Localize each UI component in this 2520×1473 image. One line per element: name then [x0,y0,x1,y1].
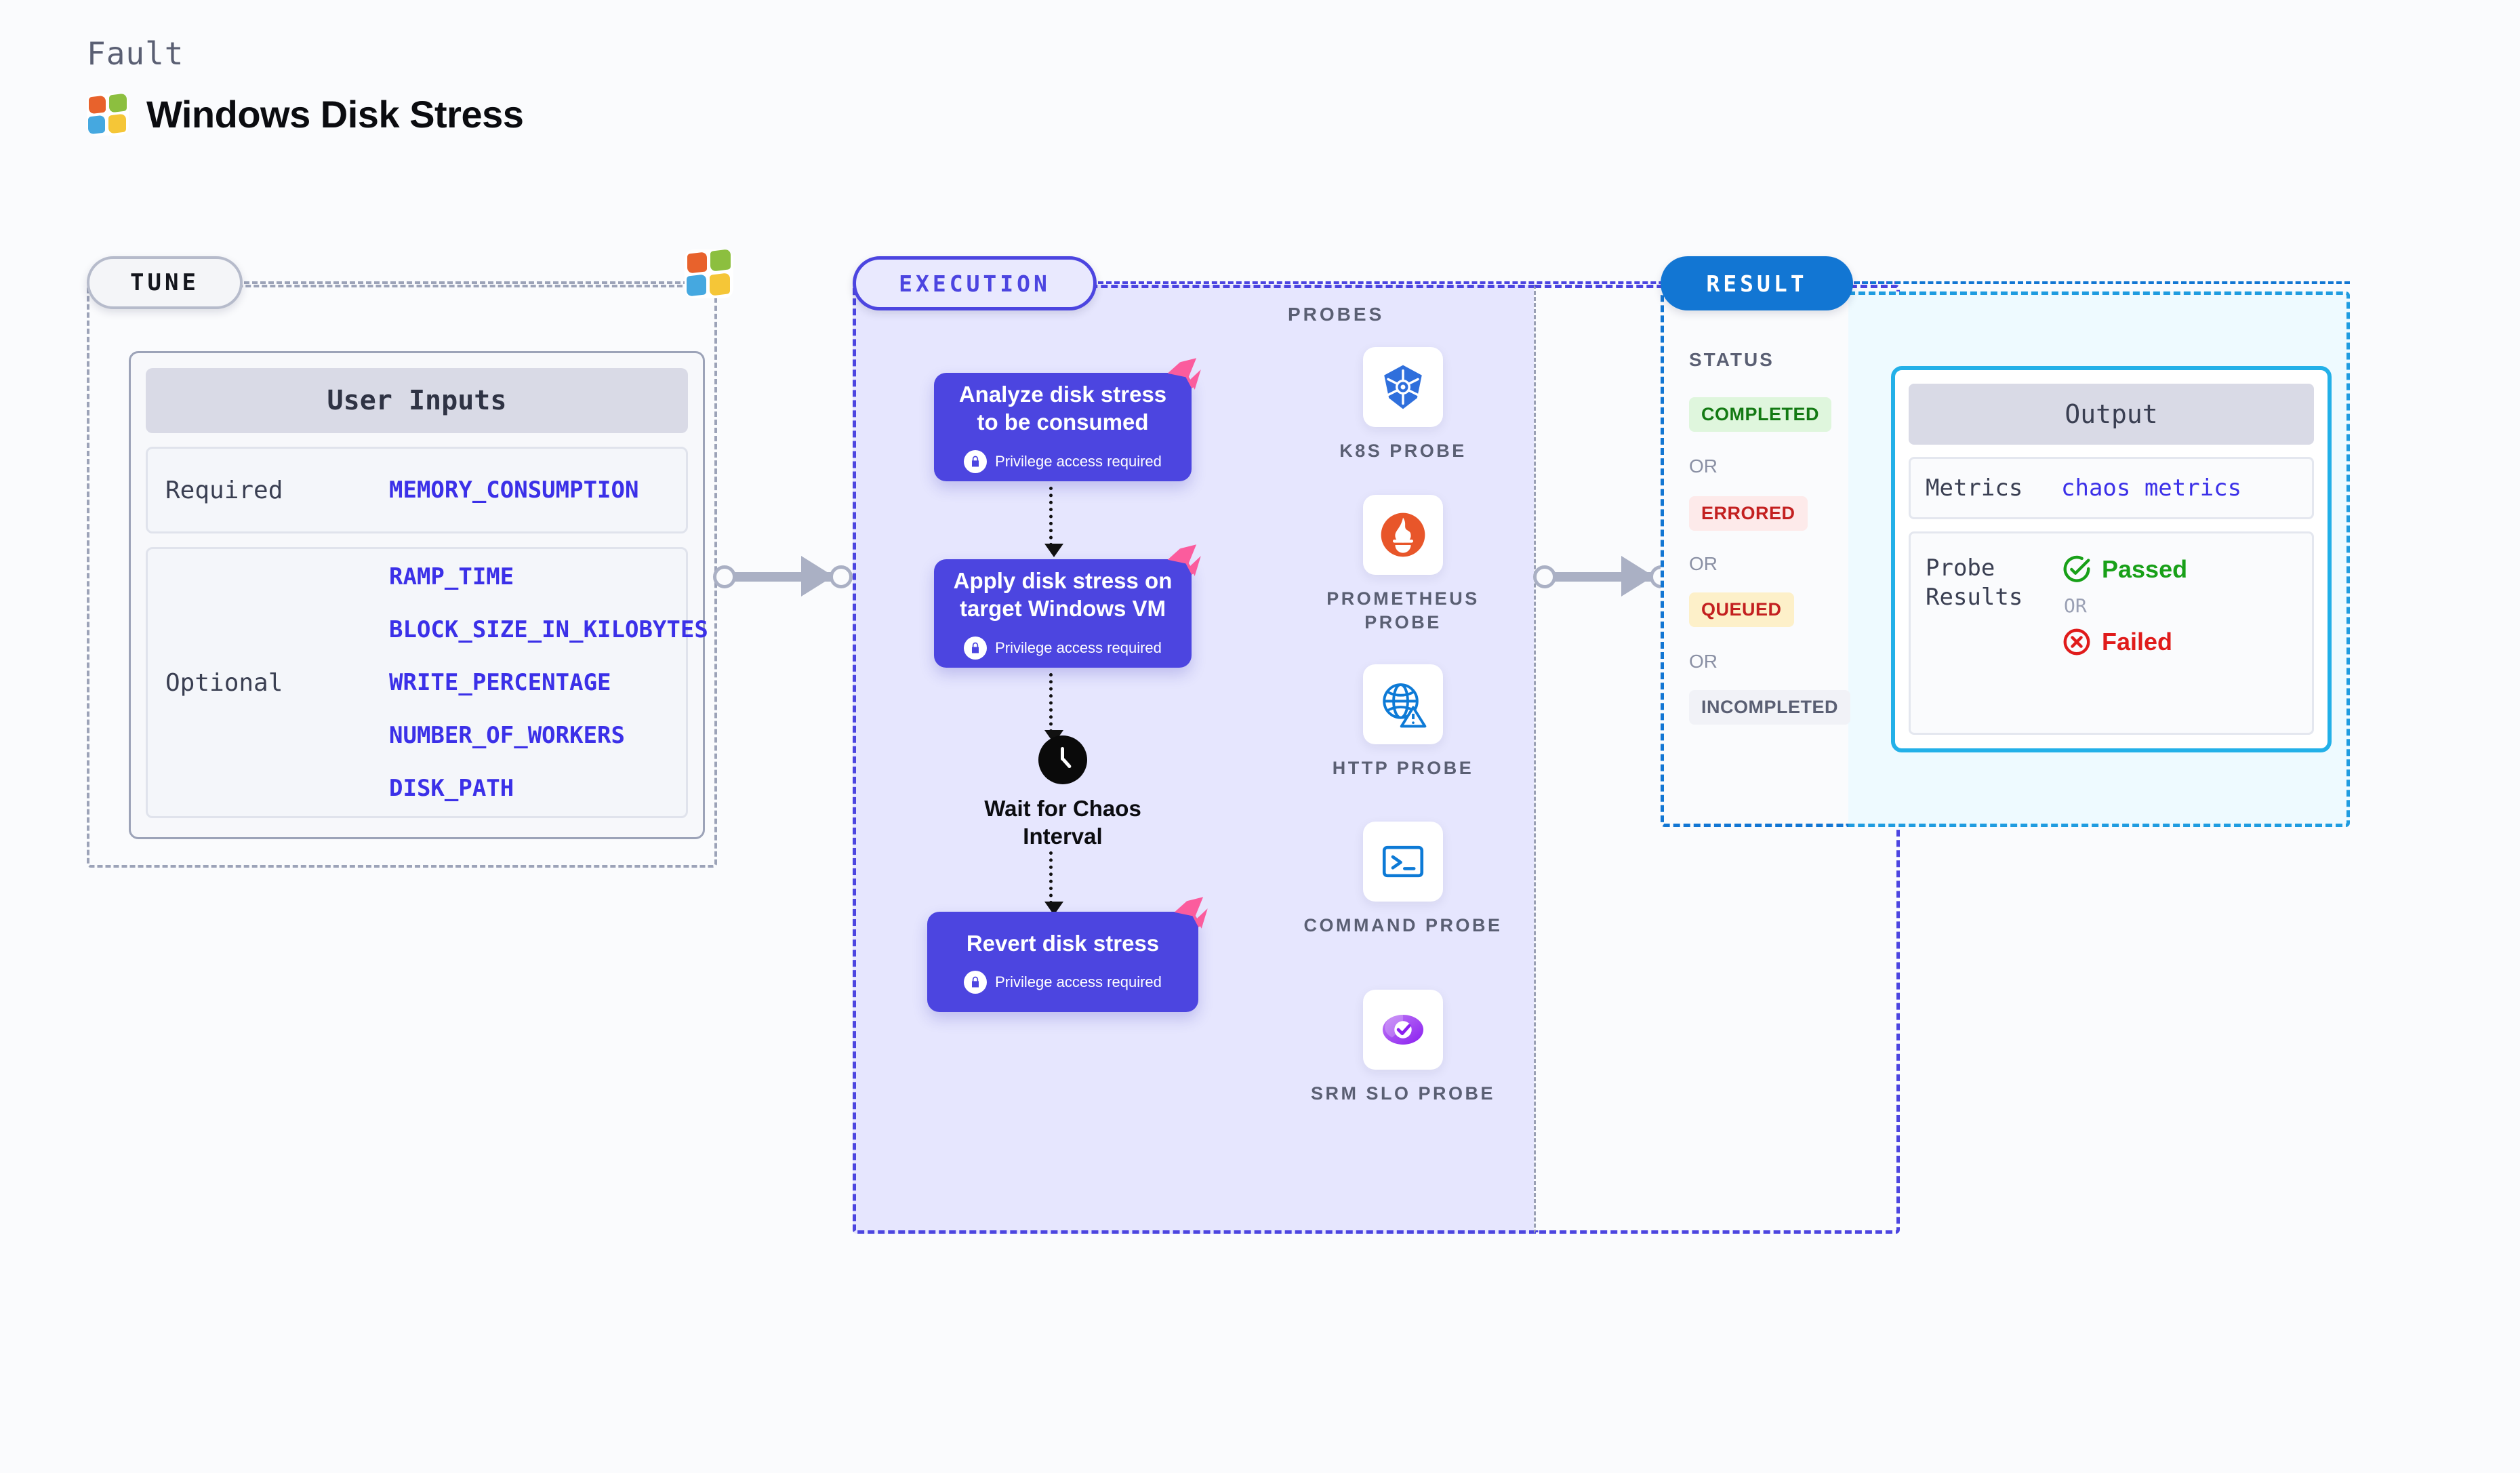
probe-item-srm-slo[interactable]: SRM SLO PROBE [1301,990,1505,1106]
lock-icon [964,636,988,660]
step-connector [1044,851,1063,915]
metrics-value[interactable]: chaos metrics [2061,475,2242,502]
lock-icon [964,971,988,994]
execution-leader-line [1098,281,1900,284]
user-inputs-card: User Inputs Required MEMORY_CONSUMPTION … [129,351,708,839]
probe-label: COMMAND PROBE [1303,915,1503,935]
terminal-icon [1363,822,1443,902]
param-item[interactable]: NUMBER_OF_WORKERS [389,722,625,749]
wait-node: Wait for Chaos Interval [961,735,1164,851]
output-card: Output Metrics chaos metrics Probe Resul… [1891,366,2332,752]
probe-label: HTTP PROBE [1332,758,1474,778]
status-badge: COMPLETED [1689,397,1832,432]
status-title: STATUS [1689,349,1774,370]
execution-step[interactable]: Analyze disk stress to be consumed Privi… [934,358,1201,481]
or-label: OR [2064,594,2087,617]
privilege-text: Privilege access required [995,639,1162,656]
param-item[interactable]: DISK_PATH [389,775,514,802]
http-globe-warning-icon [1363,664,1443,744]
param-item[interactable]: WRITE_PERCENTAGE [389,669,611,696]
clock-icon [1038,735,1087,784]
privilege-text: Privilege access required [995,973,1162,991]
param-item[interactable]: MEMORY_CONSUMPTION [389,477,639,504]
metrics-row: Metrics chaos metrics [1909,457,2314,519]
x-circle-icon [2063,628,2090,655]
result-tab[interactable]: RESULT [1661,256,1853,310]
execution-step[interactable]: Apply disk stress on target Windows VM P… [934,544,1201,668]
step-privilege-note: Privilege access required [964,971,1162,994]
probe-label: K8S PROBE [1339,441,1467,461]
litmus-flag-icon [1167,358,1201,390]
fault-kind-label: Fault [87,35,184,72]
user-inputs-title: User Inputs [146,368,688,433]
srm-slo-icon [1363,990,1443,1070]
output-card-title: Output [1909,384,2314,445]
or-label: OR [1689,553,1718,574]
windows-logo-icon [87,92,129,136]
probe-item-prometheus[interactable]: PROMETHEUS PROBE [1301,495,1505,634]
step-title: Revert disk stress [966,930,1160,956]
tune-tab[interactable]: TUNE [87,256,243,309]
optional-params-row: Optional RAMP_TIME BLOCK_SIZE_IN_KILOBYT… [146,547,708,818]
tune-leader-line [244,281,705,284]
probe-label: PROMETHEUS PROBE [1326,588,1480,632]
probe-result-passed: Passed [2061,554,2187,585]
result-status-panel [1661,291,1850,827]
or-label: OR [1689,651,1718,672]
passed-label: Passed [2102,555,2188,583]
litmus-flag-icon [1167,544,1201,576]
step-connector [1044,487,1063,557]
lock-icon [964,449,988,473]
step-privilege-note: Privilege access required [964,636,1162,660]
probe-item-k8s[interactable]: K8S PROBE [1301,347,1505,463]
required-params-row: Required MEMORY_CONSUMPTION [146,447,688,533]
privilege-text: Privilege access required [995,452,1162,470]
status-badge: ERRORED [1689,496,1808,531]
page-header: Fault Windows Disk Stress [87,35,524,136]
probe-item-http[interactable]: HTTP PROBE [1301,664,1505,780]
optional-label: Optional [165,668,283,697]
execution-tab[interactable]: EXECUTION [853,256,1097,310]
tune-to-execution-arrow [713,556,862,597]
probe-results-label: Probe Results [1926,554,2023,611]
failed-label: Failed [2102,628,2173,655]
kubernetes-icon [1363,347,1443,427]
or-label: OR [1689,456,1718,477]
fault-title-row: Windows Disk Stress [87,92,524,136]
litmus-flag-icon [1174,897,1208,929]
step-privilege-note: Privilege access required [964,449,1162,473]
probe-results-row: Probe Results Passed OR Failed [1909,531,2314,735]
wait-node-label: Wait for Chaos Interval [984,796,1141,849]
windows-logo-icon-tune [685,249,733,298]
optional-params-list: RAMP_TIME BLOCK_SIZE_IN_KILOBYTES WRITE_… [389,563,708,802]
probe-label: SRM SLO PROBE [1310,1083,1496,1104]
execution-step[interactable]: Revert disk stress Privilege access requ… [927,897,1208,1012]
probe-item-command[interactable]: COMMAND PROBE [1301,822,1505,937]
param-item[interactable]: BLOCK_SIZE_IN_KILOBYTES [389,616,708,643]
probe-results-values: Passed OR Failed [2061,554,2187,658]
step-title: Apply disk stress on target Windows VM [953,568,1173,621]
execution-to-result-arrow [1533,556,1682,597]
metrics-label: Metrics [1926,474,2023,502]
step-connector [1044,673,1063,744]
page-title: Windows Disk Stress [146,93,524,136]
prometheus-icon [1363,495,1443,575]
step-title: Analyze disk stress to be consumed [958,382,1167,435]
required-params-list: MEMORY_CONSUMPTION [389,477,638,504]
probes-title: PROBES [1288,304,1385,325]
result-leader-line [1854,281,2350,284]
param-item[interactable]: RAMP_TIME [389,563,514,590]
probe-result-failed: Failed [2061,626,2187,658]
status-badge: QUEUED [1689,592,1794,627]
check-circle-icon [2063,555,2090,582]
status-badge: INCOMPLETED [1689,690,1851,725]
required-label: Required [165,476,283,504]
